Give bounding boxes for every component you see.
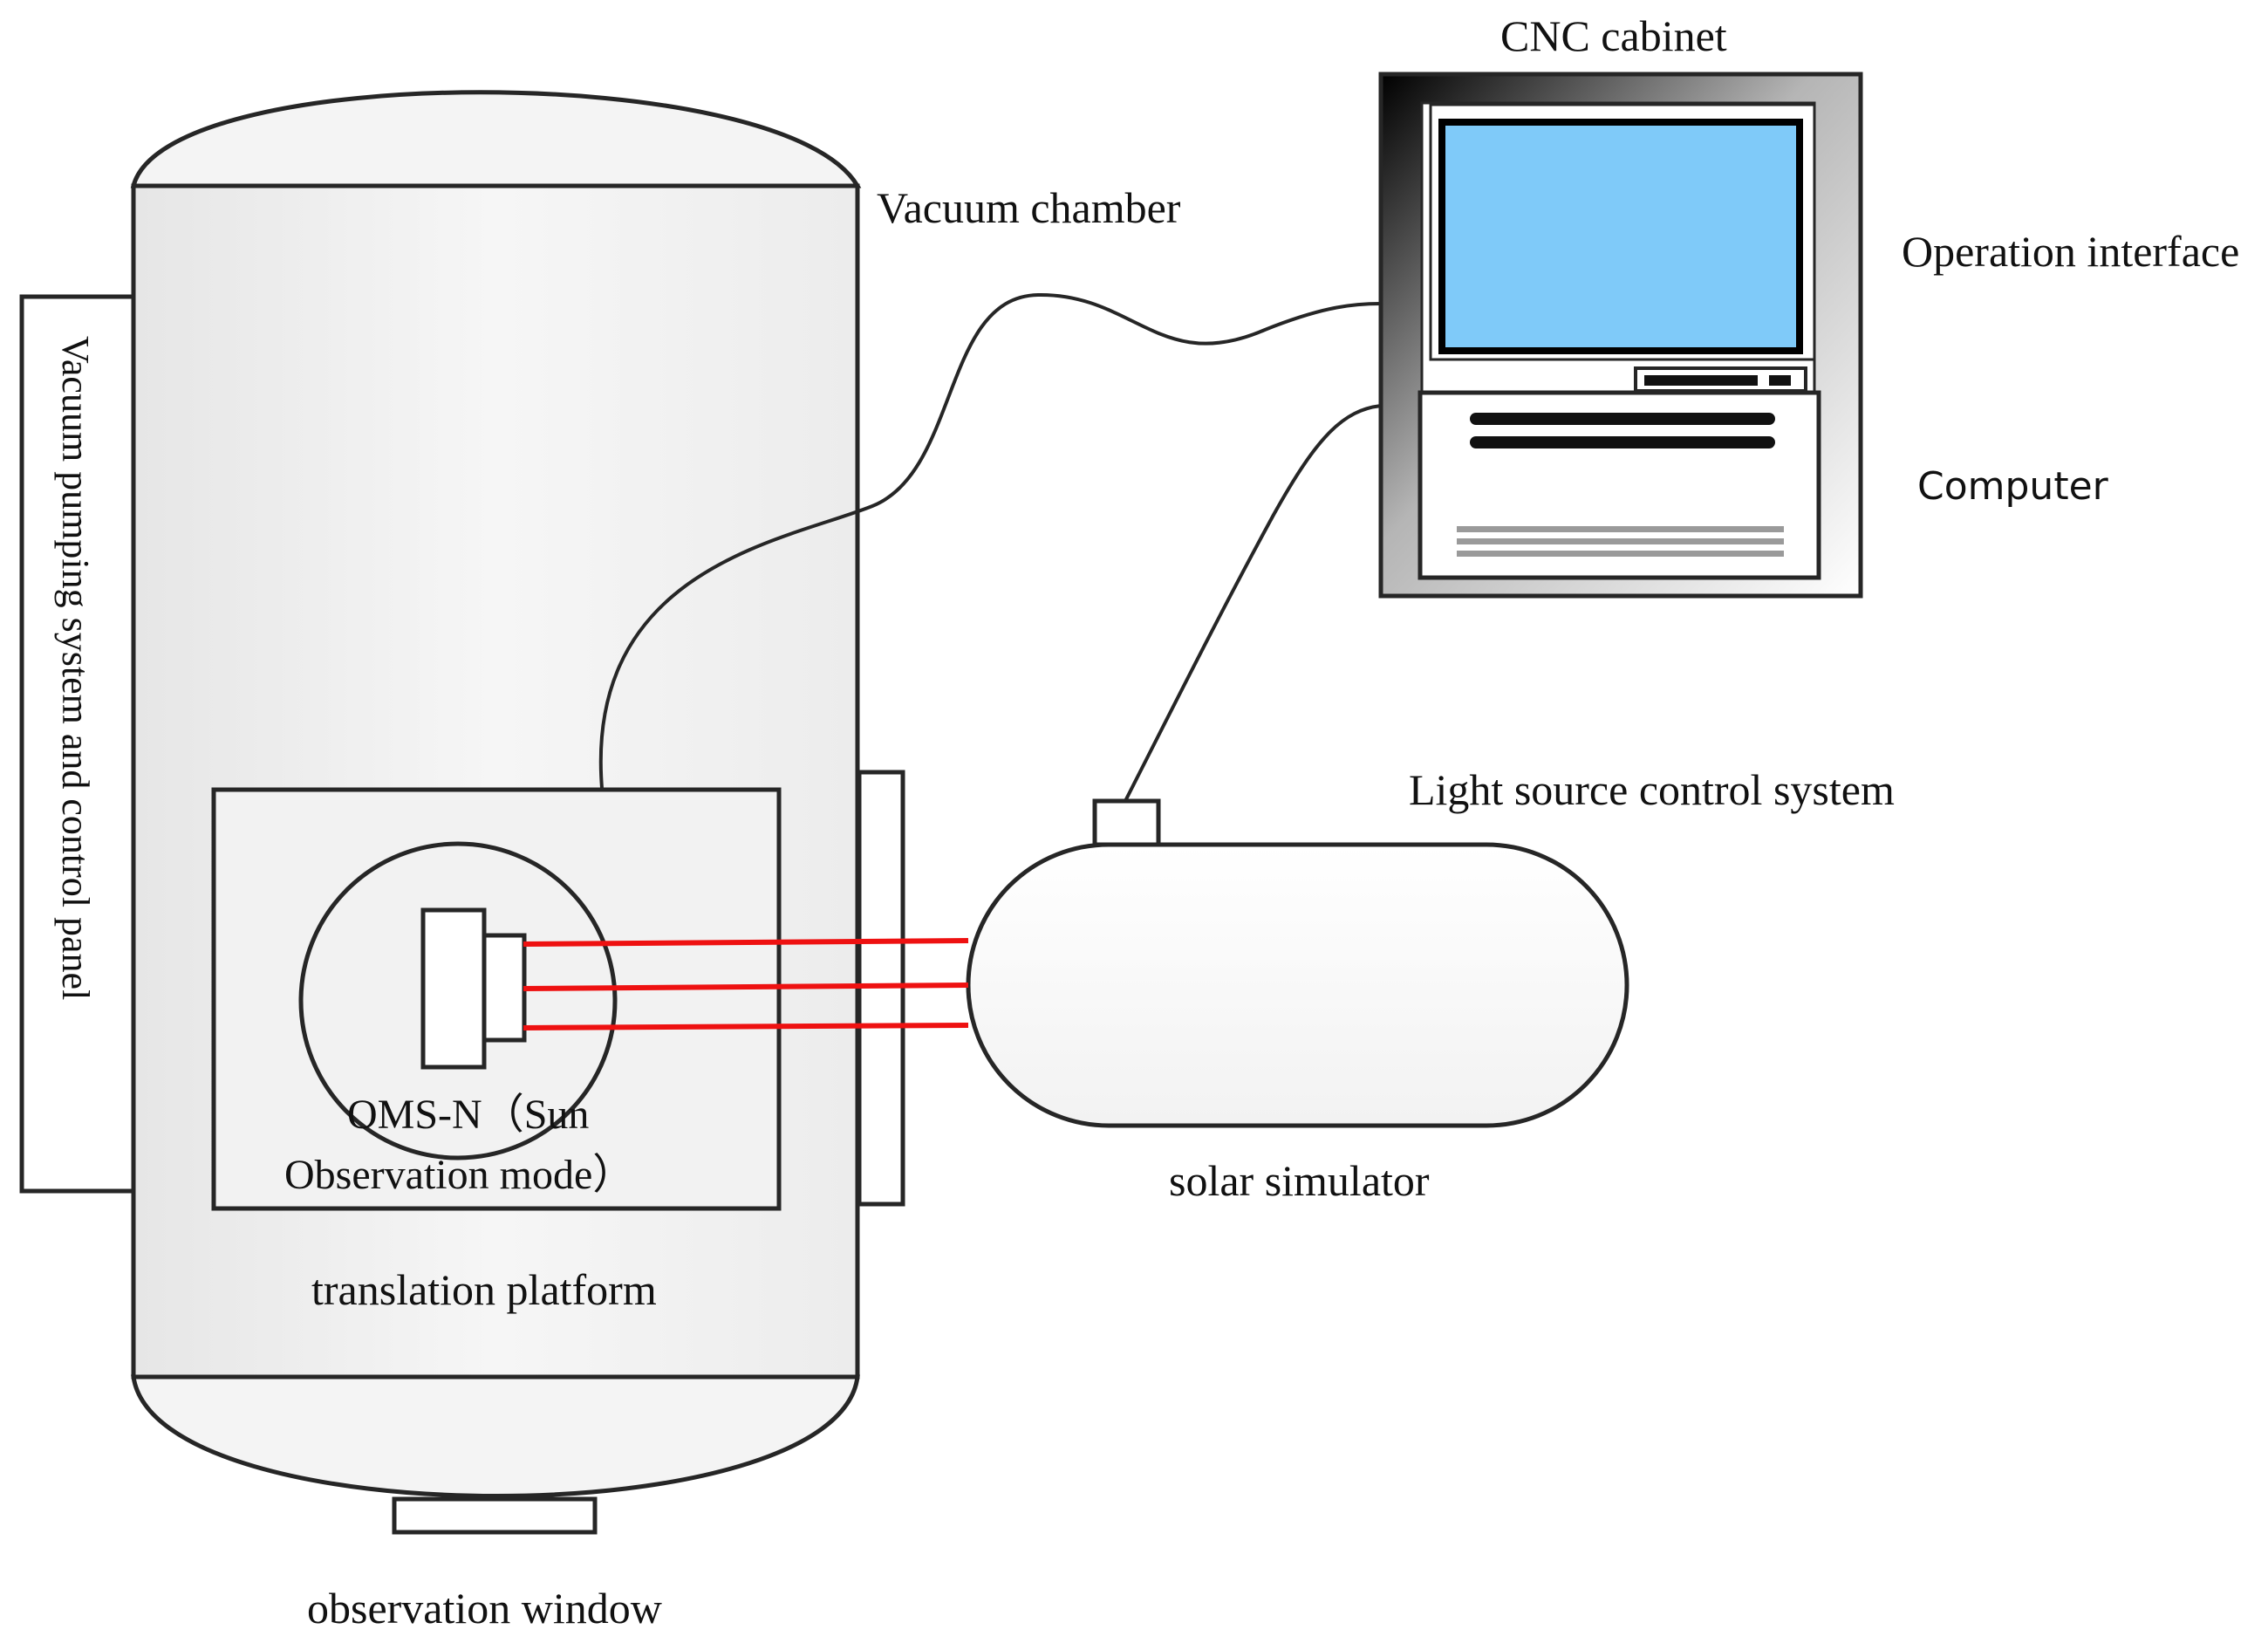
oms-n-label-line2: Observation mode）	[284, 1152, 634, 1198]
cnc-cabinet-label: CNC cabinet	[1500, 11, 1727, 60]
cnc-cabinet	[1378, 72, 1863, 599]
keyboard	[1644, 375, 1758, 386]
observation-window	[392, 1496, 598, 1535]
light-source-control-label: Light source control system	[1409, 765, 1895, 814]
simulator-to-cabinet-cable	[1124, 404, 1382, 802]
operation-interface-label: Operation interface	[1902, 227, 2239, 276]
translation-platform-label: translation platform	[311, 1265, 657, 1314]
mouse	[1769, 375, 1791, 386]
vent-line-2	[1457, 538, 1784, 544]
solar-simulator	[966, 842, 1629, 1128]
drive-bay-2	[1470, 436, 1775, 448]
chamber-top-dome	[130, 90, 862, 188]
vacuum-pumping-label: Vacuum pumping system and control panel	[54, 336, 97, 1000]
oms-n-lens	[482, 933, 527, 1043]
oms-n-body	[420, 907, 487, 1070]
chamber-bottom-dome	[131, 1374, 860, 1498]
observation-window-label: observation window	[307, 1584, 662, 1633]
vent-line-1	[1457, 526, 1784, 532]
vent-line-3	[1457, 551, 1784, 557]
computer-label: Computer	[1917, 464, 2109, 509]
solar-simulator-label: solar simulator	[1169, 1156, 1430, 1205]
operation-interface-screen	[1438, 119, 1803, 354]
light-beam-1	[523, 938, 969, 947]
light-beam-3	[523, 1023, 969, 1030]
platform-to-cabinet-cable	[598, 292, 1382, 789]
oms-n-label-line1: OMS-N（Sun	[347, 1092, 589, 1138]
drive-bay-1	[1470, 413, 1775, 425]
light-source-connector	[1092, 798, 1161, 847]
vacuum-pumping-panel: Vacuum pumping system and control panel	[19, 294, 136, 1194]
vacuum-chamber-label: Vacuum chamber	[877, 183, 1181, 232]
light-beam-2	[523, 982, 969, 991]
